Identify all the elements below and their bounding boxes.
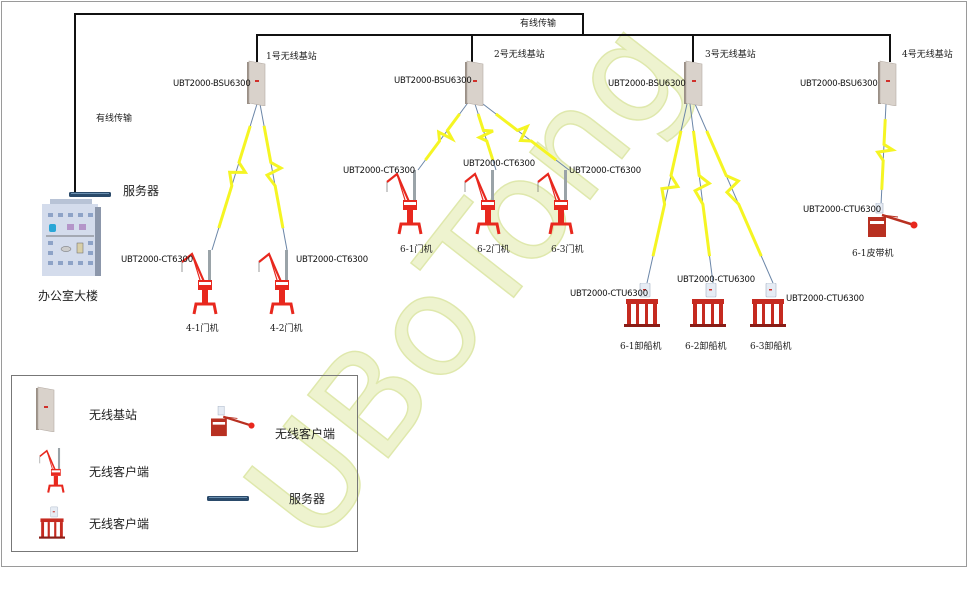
legend-crane-label: 无线客户端 <box>89 465 150 479</box>
client-model: UBT2000-CTU6300 <box>786 294 864 304</box>
office-building-label: 办公室大楼 <box>38 289 99 303</box>
lightning-bolt-icon <box>217 125 252 229</box>
server-label: 服务器 <box>123 184 160 198</box>
lightning-bolt-icon <box>494 112 558 162</box>
ship-unloader-icon <box>750 283 786 329</box>
wired-label-left: 有线传输 <box>96 114 133 124</box>
base-station-name: 3号无线基站 <box>705 50 756 60</box>
office-building-icon[interactable] <box>40 199 102 277</box>
portal-crane-icon <box>461 170 501 236</box>
lightning-bolt-icon <box>705 130 763 257</box>
legend-server-label: 服务器 <box>289 492 326 506</box>
legend-unloader-label: 无线客户端 <box>89 517 150 531</box>
client-model: UBT2000-CT6300 <box>569 166 641 176</box>
legend-unloader-icon <box>39 506 65 541</box>
legend: 无线基站 无线客户端 无线客户端 无线客户端 服务器 <box>11 375 358 552</box>
portal-crane-icon <box>534 170 574 236</box>
legend-base-station-icon <box>35 386 55 432</box>
lightning-bolt-icon <box>875 119 897 190</box>
server-icon[interactable] <box>69 192 111 198</box>
legend-belt-label: 无线客户端 <box>275 427 336 441</box>
wired-backbone <box>256 34 891 62</box>
client-model: UBT2000-CT6300 <box>343 166 415 176</box>
client-name: 6-1皮带机 <box>852 249 894 259</box>
lightning-bolt-icon <box>424 113 461 161</box>
portal-crane-icon <box>255 250 295 316</box>
legend-base-station-label: 无线基站 <box>89 408 138 422</box>
base-station-name: 4号无线基站 <box>902 50 953 60</box>
lightning-bolt-icon <box>651 130 683 257</box>
lightning-bolt-icon <box>475 113 495 161</box>
lightning-bolt-icon <box>262 125 285 229</box>
client-model: UBT2000-CTU6300 <box>677 275 755 285</box>
portal-crane-icon <box>383 170 423 236</box>
client-name: 6-3门机 <box>551 245 584 255</box>
client-name: 6-1卸船机 <box>620 342 662 352</box>
base-station-model: UBT2000-BSU6300 <box>173 79 251 89</box>
client-name: 6-2卸船机 <box>685 342 727 352</box>
client-name: 6-3卸船机 <box>750 342 792 352</box>
legend-server-icon <box>207 496 249 502</box>
legend-crane-icon <box>37 448 65 494</box>
client-name: 6-2门机 <box>477 245 510 255</box>
client-name: 4-2门机 <box>270 324 303 334</box>
base-station-model: UBT2000-BSU6300 <box>394 76 472 86</box>
wired-label-top: 有线传输 <box>520 19 557 29</box>
legend-belt-icon <box>211 406 255 438</box>
ship-unloader-icon <box>690 283 726 329</box>
client-model: UBT2000-CTU6300 <box>570 289 648 299</box>
base-station-icon <box>877 60 897 106</box>
base-station-icon <box>683 60 703 106</box>
client-name: 6-1门机 <box>400 245 433 255</box>
base-station-name: 1号无线基站 <box>266 52 317 62</box>
base-station-name: 2号无线基站 <box>494 50 545 60</box>
diagram-frame <box>1 1 967 567</box>
client-model: UBT2000-CT6300 <box>296 255 368 265</box>
lightning-bolt-icon <box>691 130 713 257</box>
client-model: UBT2000-CT6300 <box>463 159 535 169</box>
client-name: 4-1门机 <box>186 324 219 334</box>
wired-link <box>74 13 584 193</box>
base-station-model: UBT2000-BSU6300 <box>608 79 686 89</box>
client-model: UBT2000-CT6300 <box>121 255 193 265</box>
base-station-model: UBT2000-BSU6300 <box>800 79 878 89</box>
client-model: UBT2000-CTU6300 <box>803 205 881 215</box>
